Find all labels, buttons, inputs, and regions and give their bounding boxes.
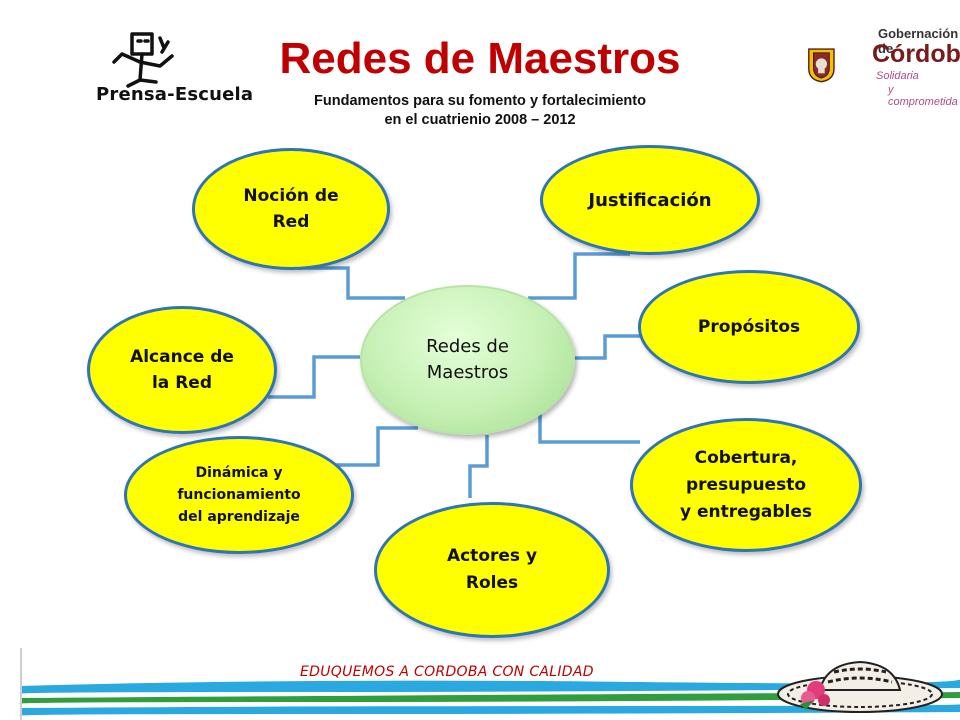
node-dinamica-line-3: del aprendizaje: [178, 509, 300, 525]
page-title: Redes de Maestros: [279, 34, 681, 83]
node-dinamica-y-funcionamiento: Dinámica y funcionamiento del aprendizaj…: [124, 436, 354, 554]
footer-slogan: EDUQUEMOS A CORDOBA CON CALIDAD: [300, 664, 594, 680]
node-alcance-line-1: Alcance de: [130, 347, 234, 367]
node-propositos: Propósitos: [638, 270, 860, 384]
connector-actores: [468, 435, 489, 498]
node-nocion-line-2: Red: [272, 212, 310, 232]
sombrero-vueltiao-icon: [777, 660, 943, 713]
comprometida-text: y comprometida: [888, 84, 958, 108]
node-alcance-de-la-red: Alcance de la Red: [87, 306, 277, 434]
subtitle-line-1: Fundamentos para su fomento y fortalecim…: [314, 93, 646, 109]
node-nocion-de-red: Noción de Red: [192, 148, 390, 270]
cordoba-text: Córdoba: [872, 40, 960, 68]
connector-justificacion: [528, 252, 630, 300]
node-nocion-line-1: Noción de: [243, 186, 339, 206]
gobernacion-text: Gobernación de: [878, 26, 959, 56]
connector-nocion: [290, 266, 405, 300]
center-node-line-2: Maestros: [426, 362, 509, 383]
connector-alcance: [268, 355, 360, 399]
page-subtitle: Fundamentos para su fomento y fortalecim…: [0, 92, 960, 130]
prensa-escuela-figure-icon: [112, 32, 174, 88]
subtitle-line-2: en el cuatrienio 2008 – 2012: [384, 112, 576, 128]
connector-cobertura: [538, 412, 640, 444]
node-cobertura-line-2: presupuesto: [685, 474, 807, 495]
node-actores-line-2: Roles: [465, 573, 519, 593]
node-alcance-line-2: la Red: [151, 373, 212, 393]
node-justificacion-line-1: Justificación: [588, 189, 712, 211]
prensa-escuela-logo-text: Prensa-Escuela: [96, 84, 254, 105]
cordoba-shield-icon: [808, 48, 835, 83]
node-cobertura-presupuesto: Cobertura, presupuesto y entregables: [630, 418, 862, 552]
node-propositos-line-1: Propósitos: [697, 317, 801, 337]
node-dinamica-line-2: funcionamiento: [177, 487, 301, 503]
center-node-line-1: Redes de: [426, 336, 509, 357]
center-node-redes-de-maestros: Redes de Maestros: [360, 285, 575, 435]
connector-dinamica: [336, 426, 418, 467]
node-dinamica-line-1: Dinámica y: [195, 465, 283, 481]
solidaria-text: Solidaria: [876, 70, 919, 82]
node-actores-y-roles: Actores y Roles: [374, 502, 610, 638]
node-actores-line-1: Actores y: [446, 546, 538, 566]
node-justificacion: Justificación: [540, 145, 760, 255]
node-cobertura-line-1: Cobertura,: [694, 447, 798, 468]
connector-propositos: [575, 334, 640, 360]
node-cobertura-line-3: y entregables: [680, 501, 812, 522]
